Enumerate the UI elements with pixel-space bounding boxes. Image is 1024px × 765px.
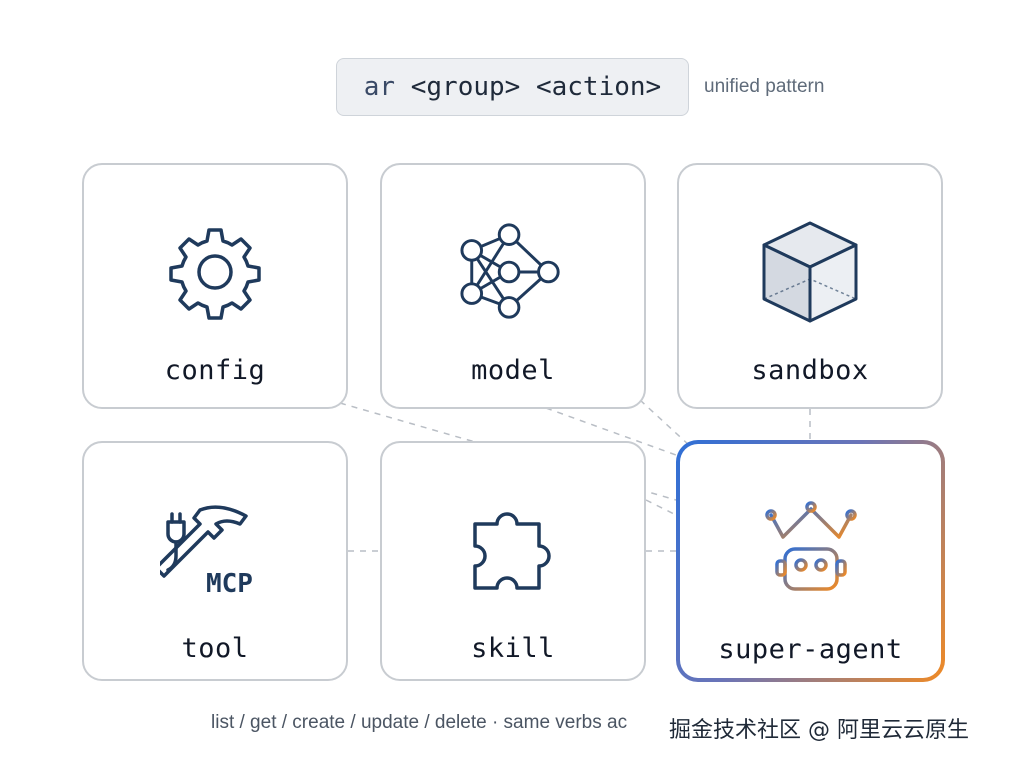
card-sandbox[interactable]: sandbox [677, 163, 943, 409]
connector-model-super-2 [639, 399, 691, 447]
cube-icon [755, 217, 865, 327]
puzzle-piece-icon [458, 495, 568, 605]
gear-icon [160, 217, 270, 327]
command-prefix: ar [363, 72, 396, 102]
mcp-text: MCP [206, 569, 253, 599]
card-skill[interactable]: skill [380, 441, 646, 681]
card-label-super-agent: super-agent [718, 634, 903, 665]
card-label-sandbox: sandbox [751, 355, 869, 386]
command-pattern-box: ar <group> <action> [336, 58, 689, 116]
card-label-tool: tool [181, 633, 249, 664]
command-args: <group> <action> [395, 72, 662, 102]
pattern-note: unified pattern [704, 76, 825, 97]
card-label-model: model [471, 355, 555, 386]
neural-network-icon [458, 217, 568, 327]
hammer-plug-mcp-icon: MCP [160, 495, 270, 605]
watermark: 掘金技术社区 @ 阿里云云原生 [669, 718, 969, 743]
crowned-robot-icon [756, 496, 866, 606]
card-config[interactable]: config [82, 163, 348, 409]
card-model[interactable]: model [380, 163, 646, 409]
card-super-agent[interactable]: super-agent [676, 440, 945, 682]
footer-caption: list / get / create / update / delete · … [211, 712, 628, 733]
card-label-config: config [164, 355, 266, 386]
connector-skill-super-2 [645, 499, 677, 516]
card-tool[interactable]: MCP tool [82, 441, 348, 681]
card-label-skill: skill [471, 633, 555, 664]
